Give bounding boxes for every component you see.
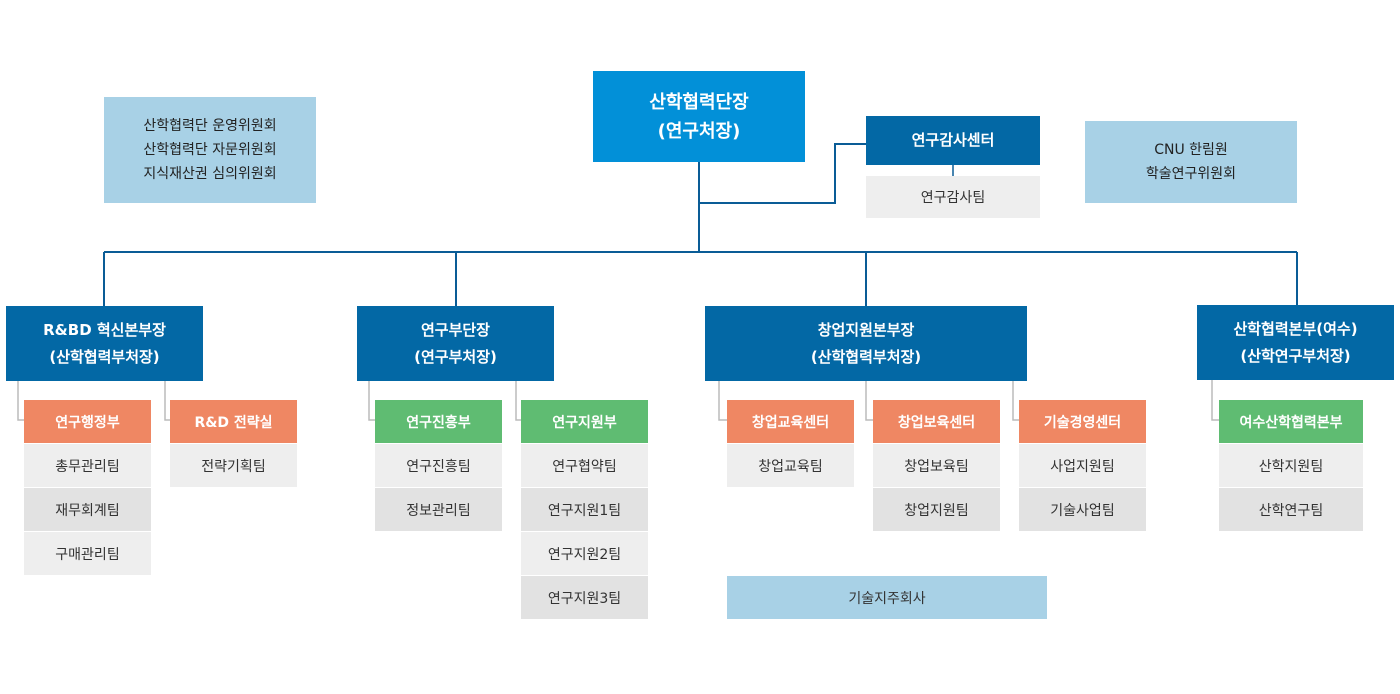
team-label: 구매관리팀: [55, 546, 120, 563]
unit-box-startup-incubation: 창업보육센터: [873, 400, 1000, 443]
team-label: 사업지원팀: [1050, 458, 1115, 475]
cnu-academy-subtitle: 학술연구위원회: [1145, 166, 1237, 182]
team-label: 정보관리팀: [406, 502, 471, 519]
division-title: R&BD 혁신본부장: [43, 320, 166, 339]
holding-company-label: 기술지주회사: [848, 590, 926, 607]
audit-center-label: 연구감사센터: [911, 131, 995, 149]
team-box: 기술사업팀: [1019, 488, 1146, 531]
unit-label: 연구지원부: [552, 414, 617, 431]
committee-item: 지식재산권 심의위원회: [143, 166, 277, 182]
connector-line: [1211, 380, 1219, 421]
division-subtitle: (연구부처장): [414, 347, 497, 366]
team-box: 산학연구팀: [1219, 488, 1363, 531]
team-box: 창업지원팀: [873, 488, 1000, 531]
committee-item: 산학협력단 자문위원회: [143, 142, 277, 158]
team-box: 사업지원팀: [1019, 444, 1146, 487]
division-box-startup: 창업지원본부장 (산학협력부처장): [705, 306, 1027, 381]
team-box: 연구지원3팀: [521, 576, 648, 619]
team-box: 연구진흥팀: [375, 444, 502, 487]
team-label: 연구협약팀: [552, 458, 617, 475]
team-box: 연구지원1팀: [521, 488, 648, 531]
team-box: 구매관리팀: [24, 532, 151, 575]
team-box: 전략기획팀: [170, 444, 297, 487]
audit-team-box: 연구감사팀: [866, 176, 1040, 218]
unit-box-yeosu-industry: 여수산학협력본부: [1219, 400, 1363, 443]
unit-label: 창업교육센터: [751, 414, 830, 431]
division-box-rbd: R&BD 혁신본부장 (산학협력부처장): [6, 306, 203, 381]
team-box: 재무회계팀: [24, 488, 151, 531]
team-label: 연구지원1팀: [547, 502, 622, 519]
committee-box: 산학협력단 운영위원회 산학협력단 자문위원회 지식재산권 심의위원회: [104, 97, 316, 203]
connector-line: [699, 143, 866, 204]
team-box: 창업교육팀: [727, 444, 854, 487]
audit-center-box: 연구감사센터: [866, 116, 1040, 165]
team-label: 재무회계팀: [55, 502, 120, 519]
division-box-research-deputy: 연구부단장 (연구부처장): [357, 306, 554, 381]
connector-line: [718, 381, 727, 421]
unit-label: 연구진흥부: [406, 414, 471, 431]
connector-line: [865, 381, 873, 421]
division-box-yeosu: 산학협력본부(여수) (산학연구부처장): [1197, 305, 1394, 380]
connector-line: [368, 381, 375, 421]
unit-label: 여수산학협력본부: [1239, 414, 1343, 431]
audit-team-label: 연구감사팀: [920, 190, 986, 206]
division-subtitle: (산학연구부처장): [1240, 346, 1351, 365]
cnu-academy-title: CNU 한림원: [1154, 142, 1228, 158]
team-box: 연구협약팀: [521, 444, 648, 487]
team-box: 산학지원팀: [1219, 444, 1363, 487]
unit-box-rd-strategy: R&D 전략실: [170, 400, 297, 443]
unit-box-research-promotion: 연구진흥부: [375, 400, 502, 443]
committee-item: 산학협력단 운영위원회: [143, 118, 277, 134]
team-label: 연구지원2팀: [547, 546, 622, 563]
unit-label: 기술경영센터: [1043, 414, 1122, 431]
team-label: 산학지원팀: [1258, 458, 1324, 475]
unit-box-research-admin: 연구행정부: [24, 400, 151, 443]
unit-box-startup-education: 창업교육센터: [727, 400, 854, 443]
unit-label: 창업보육센터: [897, 414, 976, 431]
top-director-box: 산학협력단장 (연구처장): [593, 71, 805, 162]
team-label: 전략기획팀: [201, 458, 266, 475]
team-label: 연구지원3팀: [547, 590, 622, 607]
connector-line: [164, 381, 170, 421]
connector-line: [515, 381, 521, 421]
team-label: 창업지원팀: [904, 502, 969, 519]
holding-company-box: 기술지주회사: [727, 576, 1047, 619]
unit-box-research-support: 연구지원부: [521, 400, 648, 443]
connector-line: [1012, 381, 1019, 421]
division-subtitle: (산학협력부처장): [810, 347, 922, 366]
team-label: 창업보육팀: [904, 458, 969, 475]
division-subtitle: (산학협력부처장): [49, 347, 160, 366]
team-label: 연구진흥팀: [406, 458, 471, 475]
division-title: 산학협력본부(여수): [1233, 319, 1358, 338]
division-title: 연구부단장: [420, 320, 490, 339]
connector-line: [17, 381, 24, 421]
team-label: 창업교육팀: [758, 458, 823, 475]
top-director-subtitle: (연구처장): [657, 120, 741, 142]
top-director-title: 산학협력단장: [649, 91, 749, 113]
cnu-academy-box: CNU 한림원 학술연구위원회: [1085, 121, 1297, 203]
team-box: 창업보육팀: [873, 444, 1000, 487]
unit-label: R&D 전략실: [194, 414, 273, 431]
team-box: 연구지원2팀: [521, 532, 648, 575]
team-box: 정보관리팀: [375, 488, 502, 531]
unit-label: 연구행정부: [55, 414, 120, 431]
team-box: 총무관리팀: [24, 444, 151, 487]
division-title: 창업지원본부장: [817, 320, 915, 339]
team-label: 기술사업팀: [1050, 502, 1115, 519]
team-label: 산학연구팀: [1258, 502, 1324, 519]
unit-box-tech-management: 기술경영센터: [1019, 400, 1146, 443]
team-label: 총무관리팀: [55, 458, 120, 475]
